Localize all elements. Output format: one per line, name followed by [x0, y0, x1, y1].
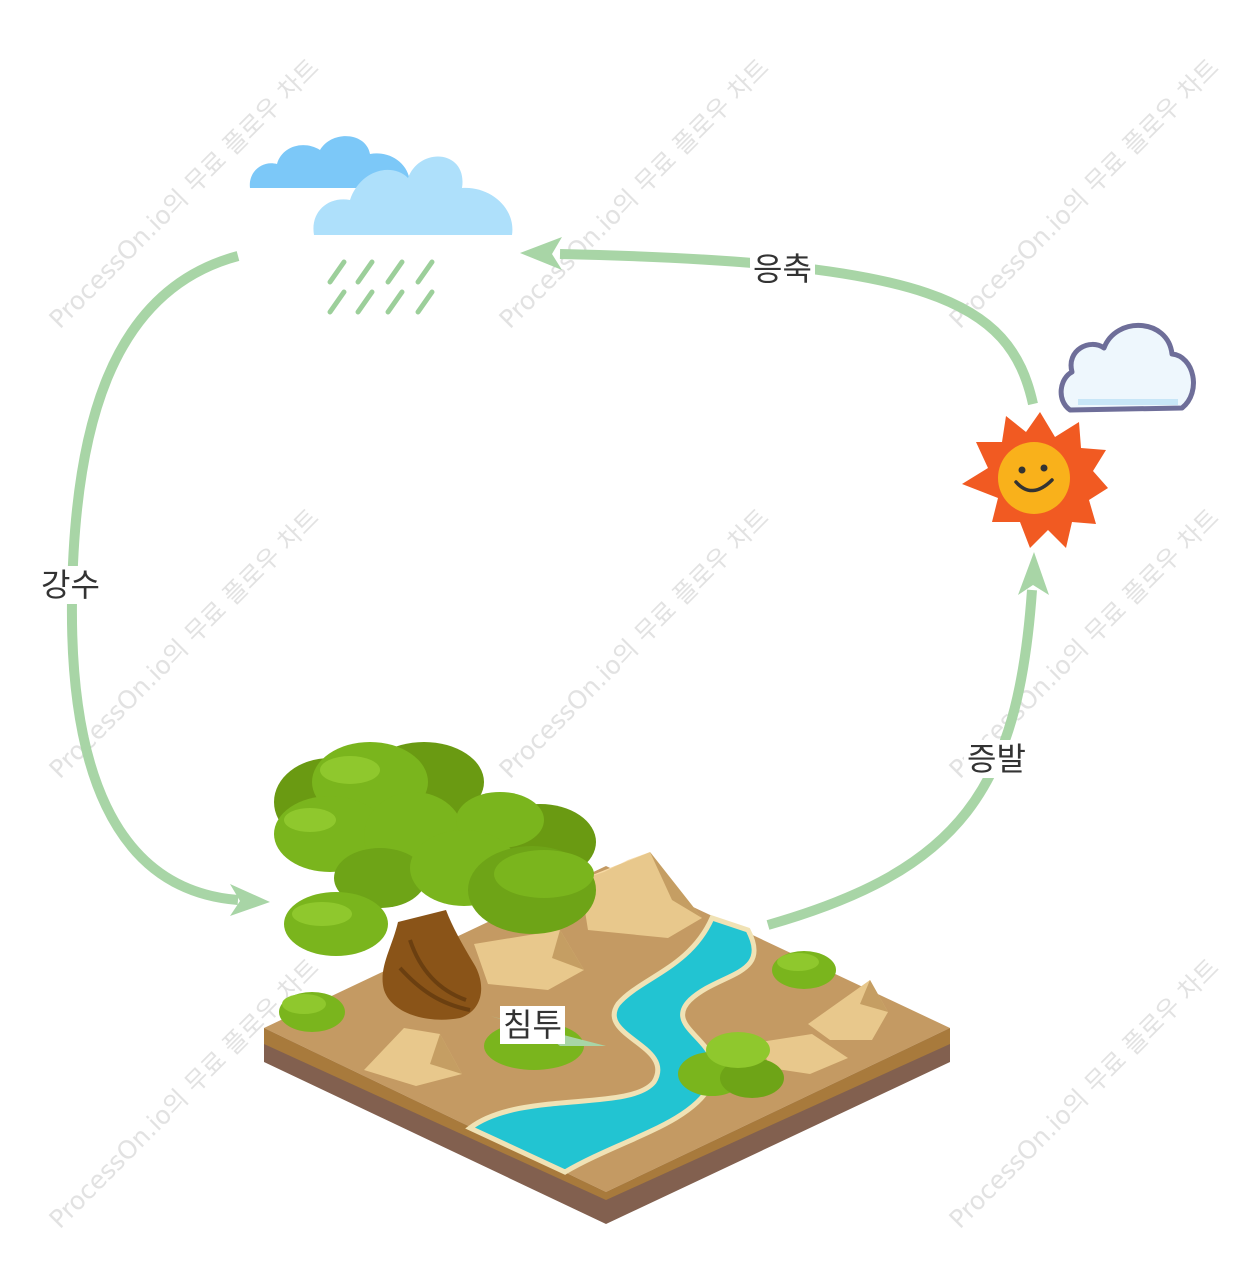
evaporation-arrow [766, 589, 1037, 930]
evaporation-arrowhead [1018, 552, 1049, 595]
cloud-icon [1058, 323, 1196, 413]
rock [580, 852, 702, 938]
condensation-label: 응축 [750, 250, 815, 288]
condensation-arrow [559, 249, 1038, 406]
rock [808, 980, 888, 1040]
bush [772, 951, 836, 989]
bush [279, 992, 345, 1032]
infiltration-label: 침투 [500, 1006, 565, 1044]
precipitation-arrowhead [230, 884, 270, 916]
precipitation-label: 강수 [38, 566, 103, 604]
rock [760, 1034, 848, 1074]
rock [474, 930, 584, 990]
condensation-arrowhead [520, 237, 562, 270]
rock [364, 1028, 462, 1086]
sun-icon [962, 412, 1108, 548]
river [465, 914, 757, 1175]
bush [678, 1032, 784, 1098]
evaporation-label: 증발 [964, 740, 1029, 778]
rain-cloud-icon [249, 136, 513, 315]
landscape-tile [264, 742, 950, 1224]
tree [274, 742, 596, 1020]
